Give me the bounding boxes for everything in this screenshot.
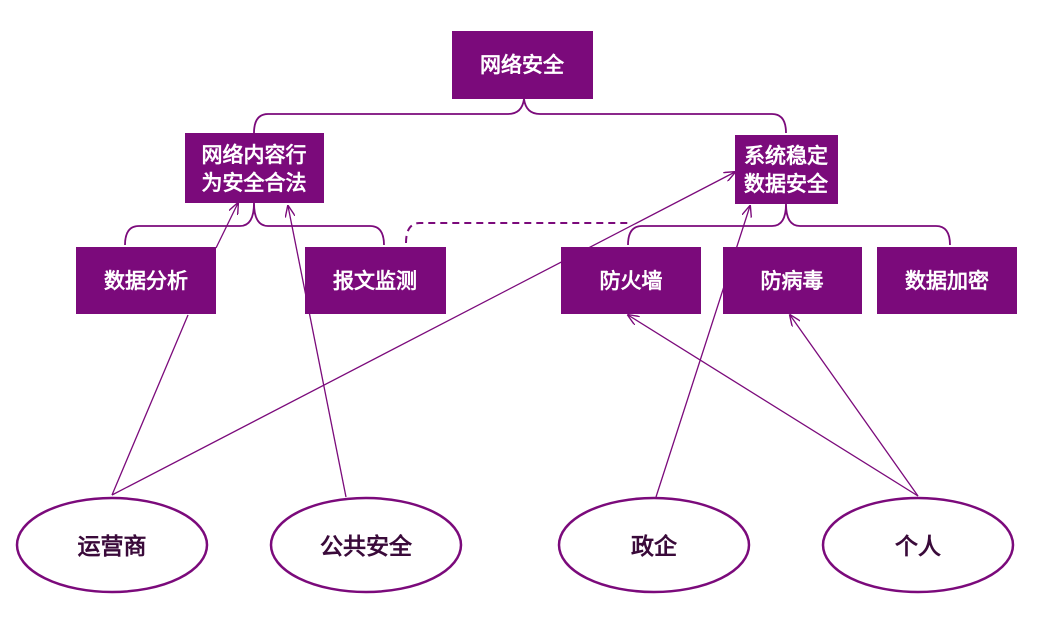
node-firewall-label: 防火墙 bbox=[600, 269, 663, 293]
node-data-analysis: 数据分析 bbox=[76, 247, 216, 314]
node-antivirus: 防病毒 bbox=[723, 247, 862, 314]
actor-public-security-label: 公共安全 bbox=[320, 533, 413, 560]
node-content-safety-line1: 网络内容行 bbox=[202, 143, 307, 167]
actor-gov-enterprise: 政企 bbox=[557, 496, 751, 594]
node-root-label: 网络安全 bbox=[480, 53, 565, 77]
dashed-link bbox=[405, 222, 628, 244]
actor-carrier-label: 运营商 bbox=[78, 533, 147, 560]
node-message-monitoring-label: 报文监测 bbox=[333, 269, 417, 293]
node-system-stability: 系统稳定 数据安全 bbox=[735, 135, 838, 204]
arrow-public-security-to-content-safety bbox=[288, 206, 347, 498]
node-data-analysis-label: 数据分析 bbox=[104, 269, 188, 293]
arrow-carrier-to-data-analysis bbox=[111, 314, 189, 496]
root-bracket bbox=[253, 98, 787, 134]
node-antivirus-label: 防病毒 bbox=[761, 269, 824, 293]
actor-public-security: 公共安全 bbox=[269, 496, 463, 594]
arrow-carrier-to-system-stability bbox=[111, 172, 735, 496]
actor-individual: 个人 bbox=[821, 496, 1015, 594]
node-system-stability-line1: 系统稳定 bbox=[744, 144, 828, 168]
node-content-safety: 网络内容行 为安全合法 bbox=[185, 133, 324, 203]
node-firewall: 防火墙 bbox=[561, 247, 701, 314]
system-stability-bracket bbox=[627, 203, 951, 246]
node-system-stability-line2: 数据安全 bbox=[744, 172, 829, 196]
arrow-individual-to-antivirus bbox=[790, 315, 919, 497]
arrow-data-analysis-to-content-safety bbox=[215, 203, 238, 249]
arrow-individual-to-firewall bbox=[628, 315, 919, 497]
actor-individual-label: 个人 bbox=[895, 534, 942, 560]
node-message-monitoring: 报文监测 bbox=[305, 247, 446, 314]
node-content-safety-line2: 为安全合法 bbox=[202, 171, 307, 195]
node-data-encryption: 数据加密 bbox=[877, 247, 1017, 314]
content-safety-bracket bbox=[124, 202, 385, 246]
node-root: 网络安全 bbox=[452, 31, 593, 99]
actor-arrows bbox=[111, 172, 919, 498]
actor-carrier: 运营商 bbox=[15, 496, 209, 594]
actor-gov-enterprise-label: 政企 bbox=[631, 533, 678, 560]
node-data-encryption-label: 数据加密 bbox=[905, 269, 989, 293]
